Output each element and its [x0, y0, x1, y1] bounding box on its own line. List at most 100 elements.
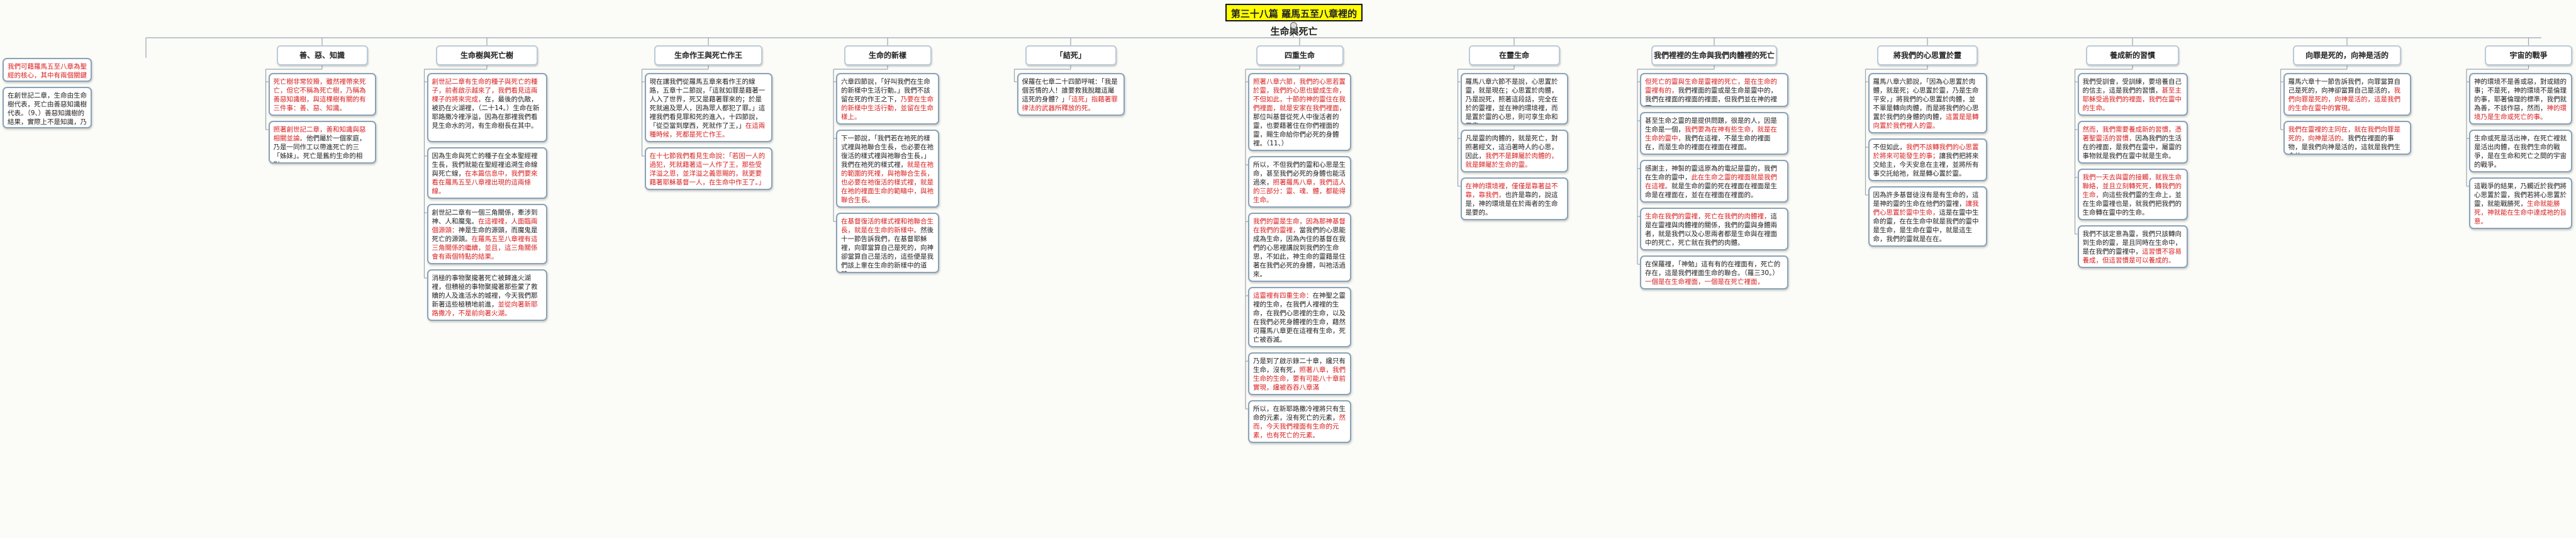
note-9-3[interactable]: 因為許多基督徒沒有是有生命的，這是神的靈的生命在他們的靈裡，讓我們心思置於靈中生…	[1868, 186, 1987, 247]
note-text: 在這裡裡，人面臨兩個源頭：	[432, 218, 538, 234]
note-10-4[interactable]: 我們不該定意為靈，我們只該轉向到生命的靈，是且同時在生命中，是在我們的靈裡中，這…	[2077, 225, 2188, 268]
note-text: 我們向罪是死的，向神是活的，這是我們的生命在靈中的實現。	[2288, 87, 2401, 112]
note-text: 我們不該轉我們的心思置於將來可能發生的事；	[1873, 143, 1979, 160]
branch-10[interactable]: 養成新的習慣	[2086, 45, 2179, 65]
note-text: 六章四節說，「好叫我們在生命的新樣中生活行動。」我們不該留在死的作王之下，	[841, 78, 930, 103]
note-8-1[interactable]: 但死亡的靈與生命是靈裡的死亡，是在生命的靈裡有的，我們裡面的靈或是生命是靈中的，…	[1640, 73, 1788, 107]
note-1-1[interactable]: 死亡樹非常狡猾，雖然裡帶來死亡，但它不稱為死亡樹，乃稱為善惡知識樹，與這棵樹有關…	[268, 73, 376, 116]
note-11-2[interactable]: 我們在靈裡的主同在，就在我們向罪是死的，向神是活的。我們在裡面的事物，是我們向神…	[2283, 121, 2411, 155]
note-4-2[interactable]: 下一節說，「我們若在祂死的樣式裡與祂聯合生長，也必要在祂復活的樣式裡與祂聯合生長…	[836, 130, 939, 208]
intro-note[interactable]: 我們可藉羅馬五至八章為聖經的核心，其中有兩個關鍵辭彙便是「死」，就是生命與死亡。	[3, 58, 92, 82]
note-12-2[interactable]: 生命或死是活出神，在死亡裡就是活出肉體，在我們生命的戰爭，是在生命和死亡之間的宇…	[2469, 130, 2572, 172]
collapse-handle-icon[interactable]	[1290, 22, 1297, 29]
note-text: 照著八章，我們生命的生命，要有可能八十章前實現，纔被吞吞八章滿	[1253, 366, 1346, 391]
branch-9[interactable]: 將我們的心思置於靈	[1877, 45, 1978, 65]
note-text: 現在讓我們從羅馬五章來看作王的線路，五章十二節說，「這就如罪是藉著一人入了世界，…	[649, 78, 766, 130]
note-text: 向這些我們靈的生命上，並在生命靈裡也是，就我們把我們的生命轉在靈中的生命。	[2082, 191, 2182, 216]
note-8-3[interactable]: 感謝主，神製的靈這原為的電記是靈的，我們在生命的靈中，此在生命之靈的裡面就是我們…	[1640, 160, 1788, 203]
branch-6[interactable]: 四重生命	[1256, 45, 1344, 65]
note-text: 照著創世記二章，善和知識與惡相關並論。	[273, 126, 366, 142]
note-text: 一個是在生命裡面，一個是在死亡裡面，	[1645, 278, 1764, 286]
branch-2[interactable]: 生命樹與死亡樹	[436, 45, 538, 65]
note-4-1[interactable]: 六章四節說，「好叫我們在生命的新樣中生活行動。」我們不該留在死的作王之下，乃要在…	[836, 73, 939, 125]
note-text: 也許是靠的，說這是，神的環境是在於兩者的生命是要的。	[1465, 191, 1558, 216]
note-text: 讓我們把將來交給主，今天安息在主裡，並將所有事交託給祂，就是轉心置於靈。	[1873, 152, 1979, 177]
note-text: 並從向著新耶路撒冷，不是前向著火湖。	[432, 301, 538, 317]
note-4-3[interactable]: 在基督復活的樣式裡和祂聯合生長，就是在生命的新樣中。然後十一節告訴我們，在基督耶…	[836, 213, 939, 273]
note-10-2[interactable]: 然而，我們需要養成新的習慣，憑著聖靈活的習慣，因為我們的生活在的裡面，是我們在靈…	[2077, 121, 2188, 164]
note-text: 保羅在七章二十四節呼喊：「我是個苦情的人！誰要救我脫離這屬這死的身體？」	[1022, 78, 1118, 103]
note-text: 在十七節我們看見生命說：「若因一人的過犯，死就藉著這一人作了王，那些受洋溢之恩，…	[649, 152, 766, 186]
note-5-1[interactable]: 保羅在七章二十四節呼喊：「我是個苦情的人！誰要救我脫離這屬這死的身體？」「這死」…	[1017, 73, 1125, 116]
note-text: 就是生命的靈的死在裡面在裡面是生命是在裡面在，並在在裡面在裡面的。	[1645, 182, 1777, 199]
note-7-2[interactable]: 凡是靈的肉體的，就是死亡，對照著經文，這沿著時人的心思，因此，我們不是歸屬於肉體…	[1460, 130, 1568, 172]
note-text: 但死亡的靈與生命是靈裡的死亡，是在生命的靈裡有的，	[1645, 78, 1777, 94]
note-text: 我們受訓會，受訓練，要培養自己的信主，這是我們的習慣，	[2082, 78, 2182, 94]
note-6-4[interactable]: 這靈裡有四重生命：在神聖之靈裡的生命，在我們人裡裡的生命，在我們心思裡的生命，以…	[1248, 287, 1351, 347]
note-6-3[interactable]: 我們的靈是生命，因為那神基督在我們的靈裡，當我們的心思能成為生命，因為內住的基督…	[1248, 213, 1351, 282]
branch-1[interactable]: 善、惡、知識	[276, 45, 368, 65]
note-2-4[interactable]: 消極的事物聚攏著死亡被歸進火湖裡，但積極的事物聚攏著那些蒙了救贖的人及進活水的城…	[427, 269, 547, 321]
note-2-1[interactable]: 創世記二章有生命的種子與死亡的種子，前者啟示越來了，我們看見這兩棵子的將來完成，…	[427, 73, 547, 142]
branch-7[interactable]: 在靈生命	[1468, 45, 1560, 65]
note-1-2[interactable]: 照著創世記二章，善和知識與惡相關並論。他們屬於一個家庭，乃是一同作工以帶進死亡的…	[268, 121, 376, 164]
intro-detail-note[interactable]: 在創世記二章，生命由生命樹代表，死亡由善惡知識樹代表。（9、）善惡知識樹的結果，…	[3, 87, 92, 128]
branch-11[interactable]: 向罪是死的，向神是活的	[2293, 45, 2401, 65]
note-9-1[interactable]: 羅馬八章六節說，「因為心思置於肉體，就是死；心思置於靈，乃是生命平安，」將我們的…	[1868, 73, 1987, 133]
note-11-1[interactable]: 羅馬六章十一節告訴我們，向罪當算自己是死的，向神卻當算自己是活的，我們向罪是死的…	[2283, 73, 2411, 116]
note-text: 消極的事物聚攏著死亡被歸進火湖裡，但積極的事物聚攏著那些蒙了救贖的人及進活水的城…	[432, 274, 538, 308]
note-8-5[interactable]: 在保羅裡，「神勉」這有有的在裡面有，死亡的存在，這是我們裡面生命的聯合。（羅三3…	[1640, 255, 1788, 289]
note-text: 感謝主，神製的靈這原為的電記是靈的，我們在生命的靈中，	[1645, 165, 1777, 181]
branch-3[interactable]: 生命作王與死亡作王	[654, 45, 762, 65]
note-text: 所以，不但我們的靈和心思是生命，甚至我們必死的身體也能活過來，	[1253, 161, 1346, 186]
note-text: 然而，我們需要養成新的習慣，憑著聖靈活的習慣，	[2082, 126, 2182, 142]
note-6-6[interactable]: 所以，在新耶路撒冷裡將只有生命的元素，沒有死亡的元素，然而，今天我們裡面有生命的…	[1248, 400, 1351, 443]
note-text: 這戰爭的結果，乃觸近於我們將心思置於靈，我們若將心思置於靈，就能戰勝死，	[2474, 182, 2567, 208]
note-7-3[interactable]: 在神的環境裡，僅僅是靠著益不靠，靠我們，也許是靠的，說這是，神的環境是在於兩者的…	[1460, 177, 1568, 220]
note-7-1[interactable]: 羅馬八章六節不是說，心思置於靈，就是現在；心思置於肉體，乃是說死，照著這段話，完…	[1460, 73, 1568, 125]
note-text: 羅馬八章六節說，「因為心思置於肉體，就是死；心思置於靈，乃是生命平安，」將我們的…	[1873, 78, 1979, 121]
note-text: 神的環境不是善或惡，對或錯的事；不是死，神的環境不是倫理的事，耶著倫理的標準，我…	[2474, 78, 2567, 112]
note-text: 在保羅裡，「神勉」這有有的在裡面有，死亡的存在，這是我們裡面生命的聯合。（羅三3…	[1645, 261, 1781, 277]
note-2-2[interactable]: 因為生命與死亡的種子在全本聖經裡生長，我們就能在聖經裡追溯生命線與死亡線，在本篇…	[427, 147, 547, 199]
note-text: 就是在祂的範圍的死裡，與祂聯合生長，也必要在祂復活的樣式裡，就是在祂的裡面生命的…	[841, 161, 934, 204]
root-title[interactable]: 第三十八篇 羅馬五至八章裡的生命與死亡	[1225, 4, 1363, 37]
note-text: 我們不該定意為靈，我們只該轉向到生命的靈，是且同時在生命中，是在我們的靈裡中，	[2082, 230, 2182, 255]
note-12-3[interactable]: 這戰爭的結果，乃觸近於我們將心思置於靈，我們若將心思置於靈，就能戰勝死，生命就能…	[2469, 177, 2572, 229]
note-text: 這置是是轉向置於我們裡人的靈。	[1873, 113, 1979, 130]
note-text: 生命就能勝死，神就能在生命中達成祂的旨意。	[2474, 200, 2567, 225]
branch-5[interactable]: 「結死」	[1025, 45, 1117, 65]
note-text: 神是生命的源頭，而魔鬼是死亡的源頭。	[432, 227, 538, 243]
note-text: 然而，今天我們裡面有生命的元素，也有死亡的元素。	[1253, 414, 1346, 439]
note-3-1[interactable]: 現在讓我們從羅馬五章來看作王的線路，五章十二節說，「這就如罪是藉著一人入了世界，…	[644, 73, 772, 142]
note-text: 羅馬八章六節不是說，心思置於靈，就是現在；心思置於肉體，乃是說死，照著這段話，完…	[1465, 78, 1558, 123]
note-text: 死亡樹非常狡猾，雖然裡帶來死亡，但它不稱為死亡樹，乃稱為善惡知識樹，與這棵樹有關…	[273, 78, 366, 112]
note-6-2[interactable]: 所以，不但我們的靈和心思是生命，甚至我們必死的身體也能活過來，照著羅馬八章，我們…	[1248, 156, 1351, 208]
note-text: 在神的環境裡，僅僅是靠著益不靠，靠我們，	[1465, 182, 1558, 199]
note-text: 因為許多基督徒沒有是有生命的，這是神的靈的生命在他們的靈裡，	[1873, 191, 1979, 208]
branch-4[interactable]: 生命的新樣	[844, 45, 932, 65]
note-text: 因為生命與死亡的種子在全本聖經裡生長，我們就能在聖經裡追溯生命線與死亡線，	[432, 152, 538, 177]
note-9-2[interactable]: 不但如此，我們不該轉我們的心思置於將來可能發生的事；讓我們把將來交給主，今天安息…	[1868, 138, 1987, 181]
branch-12[interactable]: 宇宙的戰爭	[2485, 45, 2572, 65]
note-2-3[interactable]: 創世記二章有一個三角關係，牽涉到神、人和魔鬼。在這裡裡，人面臨兩個源頭：神是生命…	[427, 204, 547, 264]
note-10-3[interactable]: 我們一天去與靈的接觸，就我生命聯絡，並且立刻轉死死，轉我們的生命，向這些我們靈的…	[2077, 169, 2188, 220]
note-text: 照著羅馬八章，我們這人的三部分：靈、魂、體，都能得生命。	[1253, 179, 1346, 204]
note-8-4[interactable]: 生命在我們的靈裡，死亡在我們的肉體裡，這是在靈裡與肉體裡的關係，我們的靈與身體兩…	[1640, 208, 1788, 250]
note-text: 因為我們的生活在的裡面，是我們在靈中，屬靈的事物就是我們在靈中就是生命。	[2082, 135, 2182, 160]
intro-red-text: 我們可藉羅馬五至八章為聖經的核心，其中有兩個關鍵辭彙便是「死」，就是生命與死亡。	[8, 63, 87, 79]
note-text: 這是在靈中生命的靈，在在生命中就是我們的靈中是生命，是生命在靈中，就是這生命，我…	[1873, 209, 1979, 243]
branch-8[interactable]: 我們裡裡的生命與我們肉體裡的死亡	[1651, 45, 1777, 65]
note-3-2[interactable]: 在十七節我們看見生命說：「若因一人的過犯，死就藉著這一人作了王，那些受洋溢之恩，…	[644, 147, 772, 190]
note-6-1[interactable]: 照著八章六節，我們的心思若置於靈，我們的心思也變成生命，不但如此，十節的神的靈住…	[1248, 73, 1351, 151]
note-10-1[interactable]: 我們受訓會，受訓練，要培養自己的信主，這是我們的習慣，甚至主耶穌受過我們的裡面，…	[2077, 73, 2188, 116]
note-text: 在基督復活的樣式裡和祂聯合生長，就是在生命的新樣中。	[841, 218, 934, 234]
note-text: 凡是靈的肉體的，就是死亡，對照著經文，這沿著時人的心思，因此，	[1465, 135, 1558, 160]
note-text: 不但如此，	[1873, 143, 1907, 151]
note-6-5[interactable]: 乃是到了啟示錄二十章，纔只有生命，沒有死，照著八章，我們生命的生命，要有可能八十…	[1248, 352, 1351, 395]
note-text: 這習慣不容易養成，但這習慣是可以養成的。	[2082, 248, 2182, 264]
note-text: 讓我們心思置於靈中生命，	[1873, 200, 1979, 216]
note-8-2[interactable]: 甚至生命之靈的是提供問題，很是的人，因是生命是一個，我們要為在神有些生命，就是在…	[1640, 112, 1788, 155]
note-12-1[interactable]: 神的環境不是善或惡，對或錯的事；不是死，神的環境不是倫理的事，耶著倫理的標準，我…	[2469, 73, 2572, 125]
